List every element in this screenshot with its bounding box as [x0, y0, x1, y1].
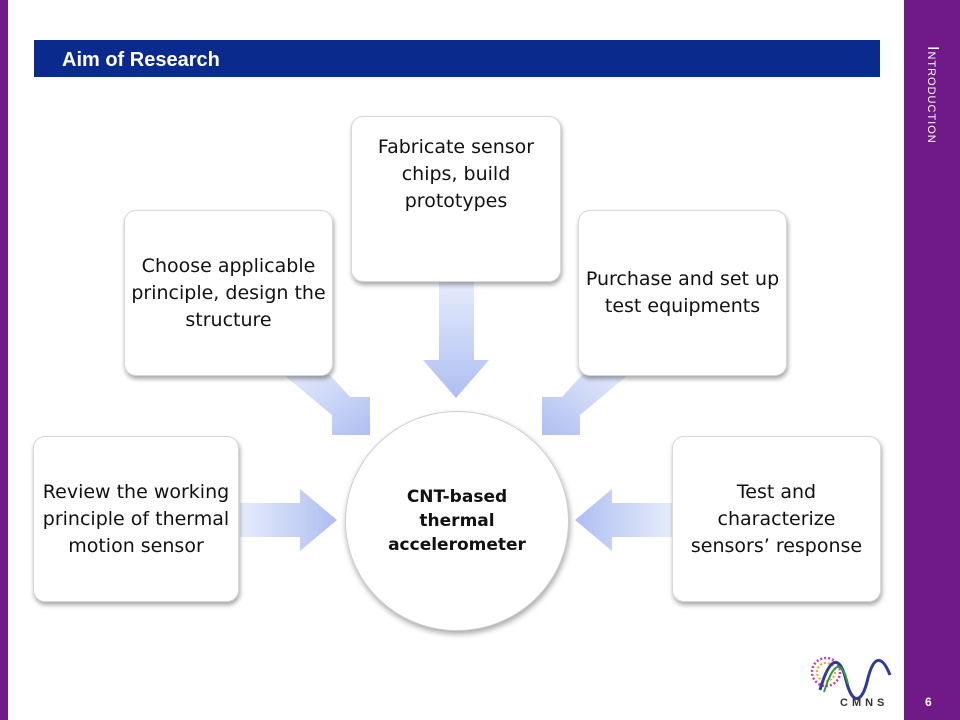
node-review: Review the working principle of thermal … [33, 436, 239, 602]
logo-text: CMNS [840, 697, 889, 709]
node-purchase-label: Purchase and set up test equipments [585, 268, 780, 317]
cmns-logo-icon [810, 656, 892, 700]
node-fabricate: Fabricate sensor chips, build prototypes [351, 116, 561, 282]
node-purchase: Purchase and set up test equipments [578, 210, 787, 376]
center-node-label: CNT-based thermal accelerometer [388, 487, 526, 555]
node-test: Test and characterize sensors’ response [672, 436, 881, 602]
center-node: CNT-based thermal accelerometer [345, 411, 569, 631]
arrow-top [423, 282, 489, 398]
node-test-label: Test and characterize sensors’ response [690, 480, 863, 557]
title-bar: Aim of Research [34, 40, 880, 77]
page-number: 6 [925, 695, 932, 709]
node-review-label: Review the working principle of thermal … [42, 480, 230, 557]
node-design-label: Choose applicable principle, design the … [131, 254, 326, 331]
arrow-upper-right [542, 375, 628, 435]
slide-title: Aim of Research [62, 49, 220, 71]
right-side-bar [904, 0, 960, 720]
left-accent-bar [0, 0, 8, 720]
node-fabricate-label: Fabricate sensor chips, build prototypes [377, 135, 535, 212]
arrow-left [240, 489, 337, 551]
arrow-upper-left [284, 375, 370, 435]
arrow-right [575, 489, 672, 551]
node-design: Choose applicable principle, design the … [124, 210, 333, 376]
